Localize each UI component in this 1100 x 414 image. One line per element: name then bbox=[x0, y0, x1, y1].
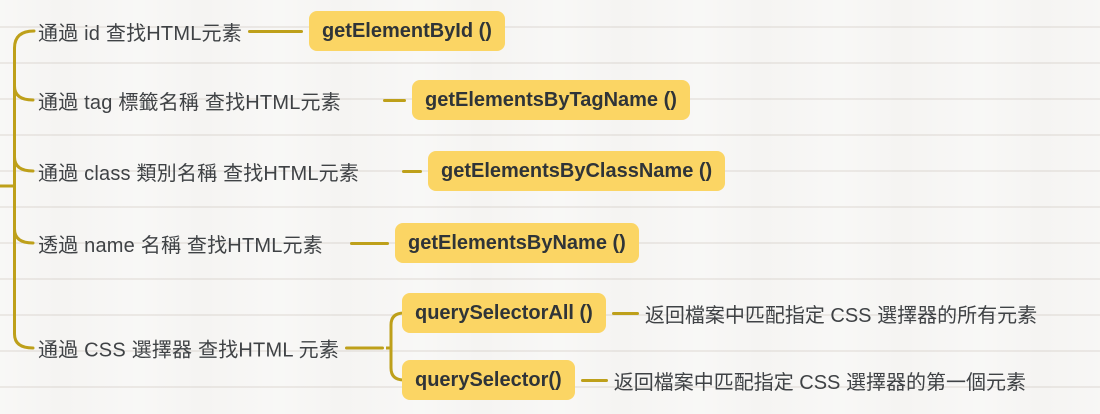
subbranch-row-queryselector: querySelector() 返回檔案中匹配指定 CSS 選擇器的第一個元素 bbox=[402, 360, 1026, 400]
method-node-queryselectorall[interactable]: querySelectorAll () bbox=[402, 293, 606, 333]
connector-dash bbox=[383, 98, 406, 102]
branch-curve-class bbox=[13, 155, 35, 173]
branch-row-css: 通過 CSS 選擇器 查找HTML 元素 bbox=[38, 334, 390, 363]
branch-label-class[interactable]: 通過 class 類別名稱 查找HTML元素 bbox=[38, 162, 360, 185]
method-node-queryselector[interactable]: querySelector() bbox=[402, 360, 575, 400]
method-node-getelementbyid[interactable]: getElementById () bbox=[308, 11, 505, 51]
method-node-getelementsbyclassname[interactable]: getElementsByClassName () bbox=[428, 151, 726, 191]
trunk-line bbox=[13, 29, 36, 350]
connector-dash bbox=[580, 378, 608, 382]
branch-label-css[interactable]: 通過 CSS 選擇器 查找HTML 元素 bbox=[38, 339, 340, 362]
method-description-queryselector[interactable]: 返回檔案中匹配指定 CSS 選擇器的第一個元素 bbox=[613, 371, 1026, 394]
connector-dash bbox=[611, 311, 639, 315]
branch-curve-name bbox=[13, 227, 35, 245]
branch-row-id: 通過 id 查找HTML元素 getElementById () bbox=[38, 11, 505, 51]
branch-row-name: 透過 name 名稱 查找HTML元素 getElementsByName () bbox=[38, 223, 639, 263]
branch-label-tag[interactable]: 通過 tag 標籤名稱 查找HTML元素 bbox=[38, 91, 341, 114]
branch-row-class: 通過 class 類別名稱 查找HTML元素 getElementsByClas… bbox=[38, 151, 726, 191]
connector-dash bbox=[350, 241, 389, 245]
method-node-getelementsbyname[interactable]: getElementsByName () bbox=[395, 223, 639, 263]
branch-label-id[interactable]: 通過 id 查找HTML元素 bbox=[38, 22, 242, 45]
connector-dash bbox=[247, 29, 303, 33]
method-description-queryselectorall[interactable]: 返回檔案中匹配指定 CSS 選擇器的所有元素 bbox=[644, 304, 1038, 327]
connector-dash bbox=[345, 346, 384, 350]
connector-dash bbox=[402, 169, 422, 173]
branch-row-tag: 通過 tag 標籤名稱 查找HTML元素 getElementsByTagNam… bbox=[38, 80, 690, 120]
subbranch-row-queryselectorall: querySelectorAll () 返回檔案中匹配指定 CSS 選擇器的所有… bbox=[402, 293, 1037, 333]
branch-label-name[interactable]: 透過 name 名稱 查找HTML元素 bbox=[38, 234, 323, 257]
method-node-getelementsbytagname[interactable]: getElementsByTagName () bbox=[412, 80, 690, 120]
branch-curve-tag bbox=[13, 84, 35, 102]
